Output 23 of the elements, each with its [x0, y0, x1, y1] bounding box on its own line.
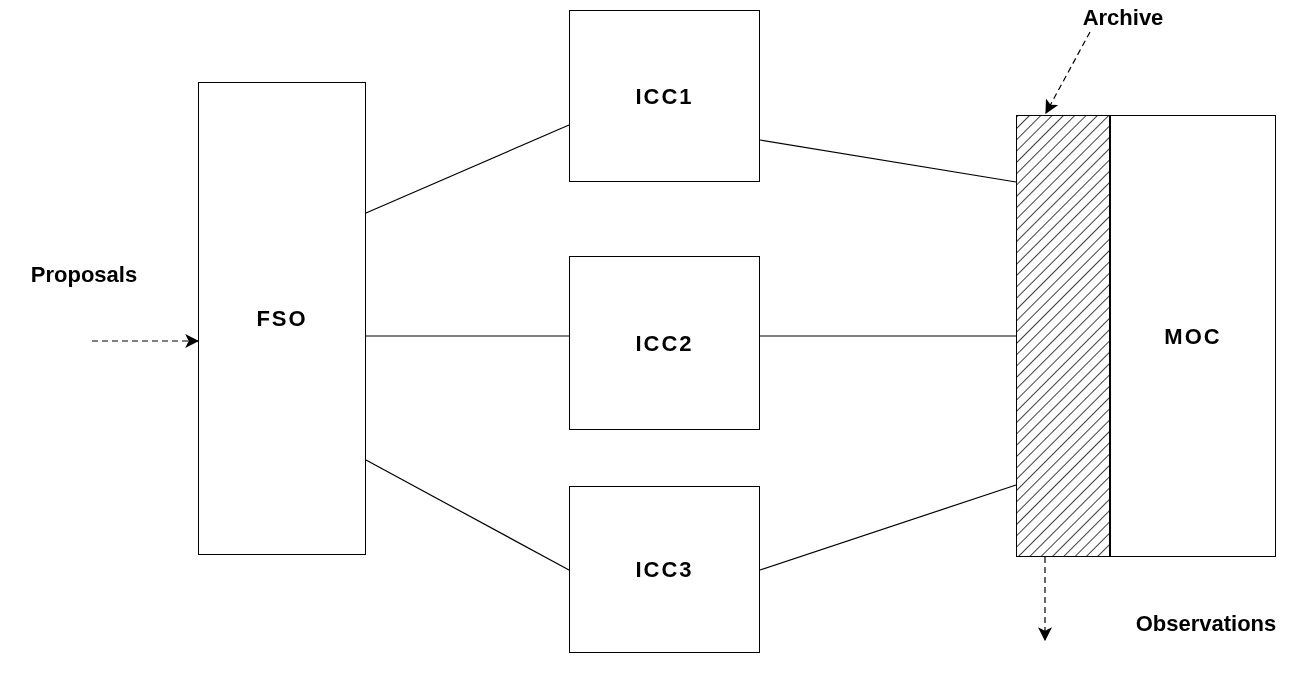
- process-box: [569, 486, 760, 653]
- connector-line: [365, 459, 570, 571]
- node-label: Proposals: [30, 260, 138, 289]
- process-box: [569, 256, 760, 430]
- connector-line: [759, 139, 1017, 183]
- connector-line: [759, 484, 1017, 571]
- arrow: [91, 334, 200, 348]
- node-label: MOC: [1164, 322, 1222, 351]
- node-label: ICC3: [635, 556, 694, 584]
- connector-line: [759, 335, 1017, 337]
- connector-line: [365, 124, 570, 214]
- connector-line: [365, 335, 570, 337]
- hatched-bar: [1016, 115, 1110, 557]
- node-label: Observations: [1135, 609, 1277, 638]
- node-label: FSO: [256, 305, 308, 333]
- process-box: [1110, 115, 1276, 557]
- node-label: Archive: [1082, 3, 1164, 32]
- node-label: ICC2: [635, 329, 694, 358]
- process-box: [198, 82, 366, 555]
- arrow: [1038, 556, 1052, 642]
- arrow: [1045, 31, 1091, 115]
- node-label: ICC1: [635, 82, 694, 111]
- process-box: [569, 10, 760, 182]
